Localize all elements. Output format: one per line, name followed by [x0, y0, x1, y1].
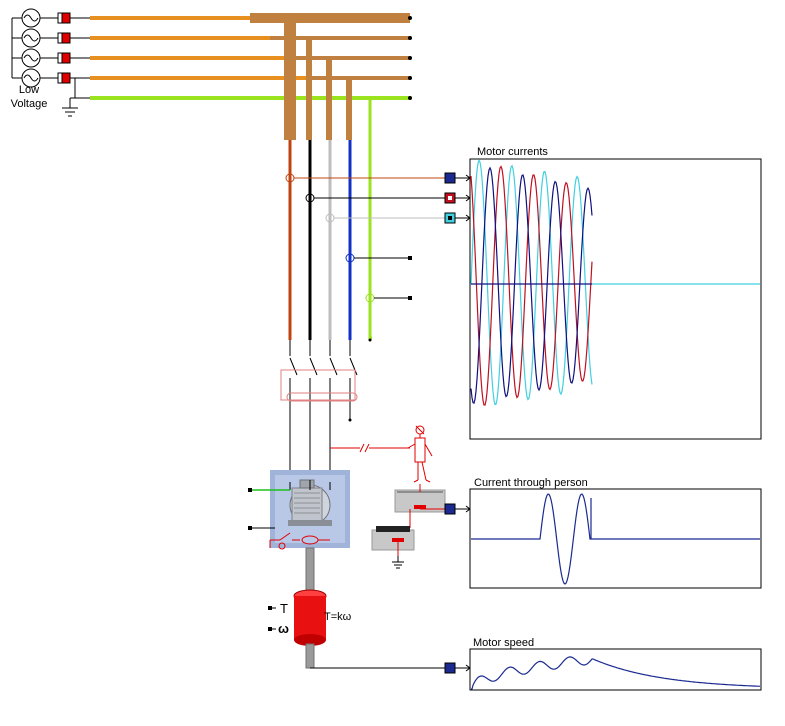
ammeter-icon[interactable] — [444, 662, 456, 674]
motor-current-trace — [470, 165, 593, 406]
torque-port-label: T — [280, 601, 288, 616]
scope-title-person-current: Current through person — [474, 477, 588, 489]
person-icon[interactable] — [407, 425, 433, 483]
floor-slab — [394, 484, 446, 529]
scope-traces — [470, 158, 761, 690]
induction-motor[interactable] — [248, 470, 350, 550]
ammeter-icon[interactable] — [444, 172, 456, 184]
load-formula: T=kω — [324, 611, 352, 623]
ammeter-icon[interactable] — [444, 503, 456, 515]
motor-speed-trace — [471, 656, 761, 690]
motor-current-trace — [470, 166, 593, 404]
scope-title-motor-speed: Motor speed — [473, 637, 535, 649]
ground-electrode — [371, 526, 415, 569]
fuse-icon[interactable] — [57, 32, 71, 44]
busbars — [90, 13, 412, 140]
source-label-line1: Low — [18, 84, 40, 96]
fault-path — [330, 443, 410, 453]
fuse-icon[interactable] — [57, 72, 71, 84]
scope-title-motor-currents: Motor currents — [477, 146, 548, 158]
ac-source-icon[interactable] — [12, 68, 58, 88]
source-label-line2: Voltage — [10, 98, 48, 110]
fuse-icon[interactable] — [57, 12, 71, 24]
person-current-trace — [471, 493, 760, 585]
current-sensors — [285, 172, 471, 303]
main-busbar[interactable] — [250, 13, 410, 23]
ac-source-icon[interactable] — [12, 8, 58, 28]
fuse-icon[interactable] — [57, 52, 71, 64]
circuit-breaker[interactable] — [280, 340, 358, 481]
ac-source-icon[interactable] — [12, 48, 58, 68]
mechanical-load[interactable] — [268, 547, 445, 669]
voltage-sources — [11, 8, 90, 117]
ac-source-icon[interactable] — [12, 28, 58, 48]
ground-icon — [392, 561, 404, 569]
ground-icon — [62, 107, 78, 117]
speed-port-label: ω — [278, 621, 289, 636]
